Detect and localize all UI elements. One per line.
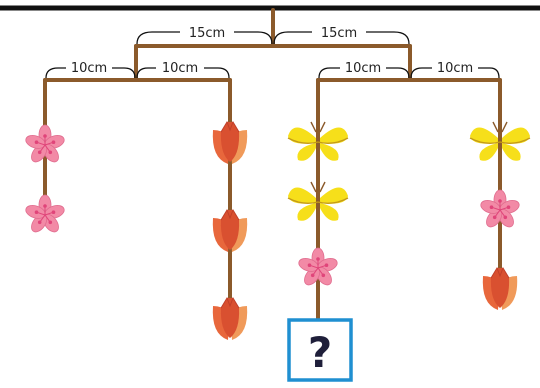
unknown-box: ? xyxy=(287,318,353,382)
tulip-icon xyxy=(212,209,248,253)
dim-label-left-left: 10cm xyxy=(71,61,107,76)
dim-label-top-right: 15cm xyxy=(321,26,357,41)
dim-label-left-right: 10cm xyxy=(162,61,198,76)
tulip-icon xyxy=(212,297,248,341)
tulip-icon xyxy=(482,267,518,311)
dim-label-top-left: 15cm xyxy=(189,26,225,41)
tulip-icon xyxy=(212,121,248,165)
mobile-rods xyxy=(43,8,502,324)
sakura-icon xyxy=(23,194,67,236)
dimension-brackets xyxy=(45,31,500,79)
question-mark: ? xyxy=(308,328,332,377)
dim-label-right-right: 10cm xyxy=(437,61,473,76)
dim-label-right-left: 10cm xyxy=(345,61,381,76)
